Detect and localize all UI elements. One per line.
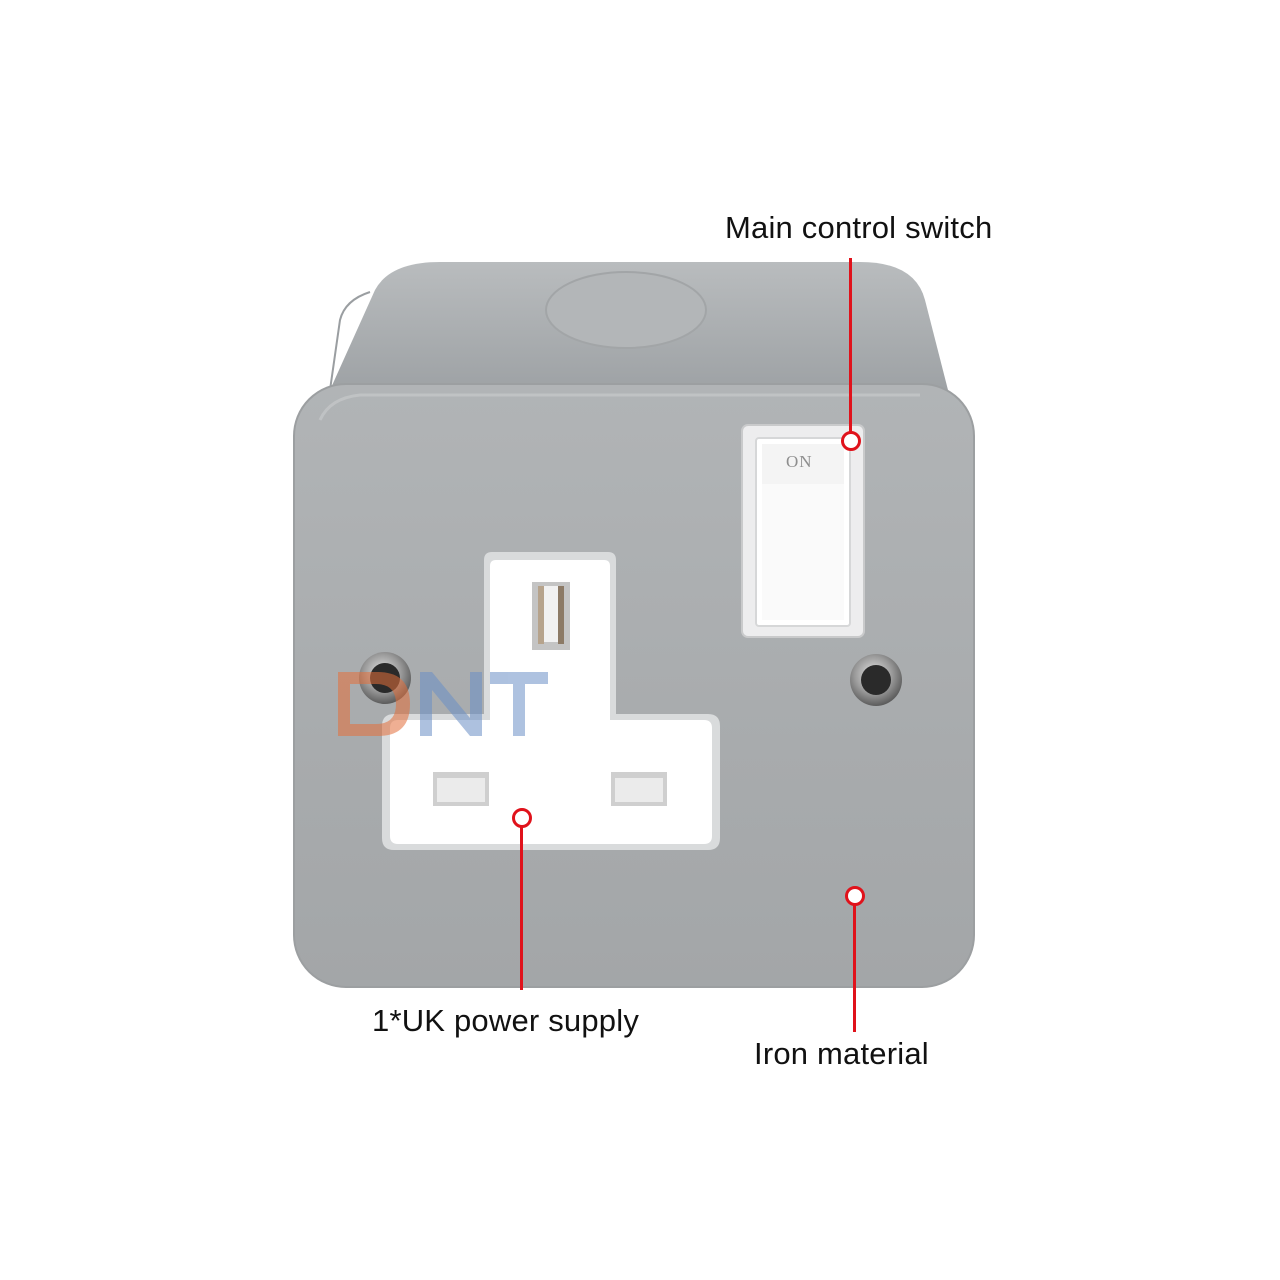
right-mounting-screw (850, 654, 902, 706)
live-pin-slot (433, 772, 489, 806)
callout-main-switch-marker (841, 431, 861, 451)
callout-material-leader (853, 904, 856, 1032)
callout-main-switch-leader (849, 258, 852, 432)
callout-uk-socket-label: 1*UK power supply (372, 1003, 640, 1038)
uk-socket-outlet (382, 552, 720, 850)
callout-main-switch-label: Main control switch (725, 210, 993, 245)
callout-material-marker (845, 886, 865, 906)
rocker-switch (741, 424, 865, 638)
earth-pin-slot (532, 582, 570, 650)
back-box (329, 262, 948, 391)
callout-uk-socket-marker (512, 808, 532, 828)
switch-on-marking: ON (786, 452, 813, 471)
neutral-pin-slot (611, 772, 667, 806)
callout-material-label: Iron material (754, 1036, 929, 1071)
callout-uk-socket-leader (520, 826, 523, 990)
dnt-watermark-logo (338, 672, 548, 736)
